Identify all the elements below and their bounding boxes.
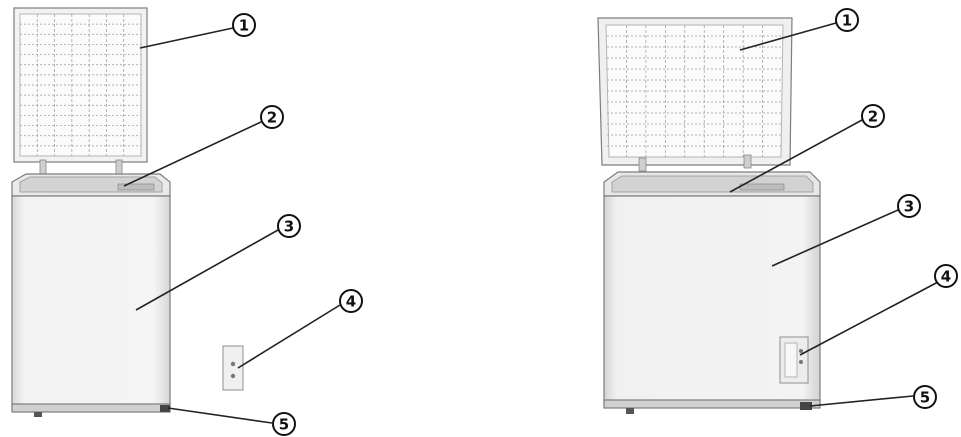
leader-line-right-5 [810, 396, 913, 406]
leader-line-left-1 [140, 28, 233, 48]
callout-label: 1 [239, 17, 249, 35]
leader-line-right-4 [800, 282, 938, 355]
thermostat-control [780, 337, 808, 383]
cabinet-base [604, 400, 820, 408]
cabinet-opening [604, 172, 820, 196]
callout-label: 3 [904, 198, 914, 216]
callout-left-3: 3 [278, 215, 300, 237]
foot [626, 408, 634, 414]
hinge-left [40, 160, 46, 174]
hinge-left [639, 158, 646, 171]
cabinet-opening [12, 174, 170, 196]
left-callouts: 1 2 3 4 5 [233, 14, 362, 435]
left-freezer [12, 8, 243, 417]
callout-right-4: 4 [935, 265, 957, 287]
callout-right-5: 5 [914, 386, 936, 408]
cabinet-body [12, 196, 170, 408]
callout-label: 3 [284, 218, 294, 236]
hinge-right [744, 155, 751, 168]
lid-inner-panel [14, 8, 147, 162]
callout-left-4: 4 [340, 290, 362, 312]
cabinet-base [12, 404, 170, 412]
callout-right-2: 2 [862, 105, 884, 127]
callout-right-3: 3 [898, 195, 920, 217]
callout-label: 5 [920, 389, 930, 407]
callout-left-5: 5 [273, 413, 295, 435]
leader-line-left-4 [238, 305, 340, 368]
lid-inner-panel [598, 18, 792, 165]
leader-line-left-5 [168, 408, 272, 423]
thermostat-control [223, 346, 243, 390]
callout-label: 5 [279, 416, 289, 434]
foot [34, 412, 42, 417]
basket [118, 184, 154, 190]
callout-label: 4 [346, 293, 356, 311]
hinge-right [116, 160, 122, 174]
callout-label: 2 [267, 109, 277, 127]
right-freezer [598, 18, 820, 414]
basket [740, 184, 784, 190]
callout-left-2: 2 [261, 106, 283, 128]
callout-left-1: 1 [233, 14, 255, 36]
callout-label: 4 [941, 268, 951, 286]
callout-label: 2 [868, 108, 878, 126]
right-callouts: 1 2 3 4 5 [836, 9, 957, 408]
callout-right-1: 1 [836, 9, 858, 31]
callout-label: 1 [842, 12, 852, 30]
